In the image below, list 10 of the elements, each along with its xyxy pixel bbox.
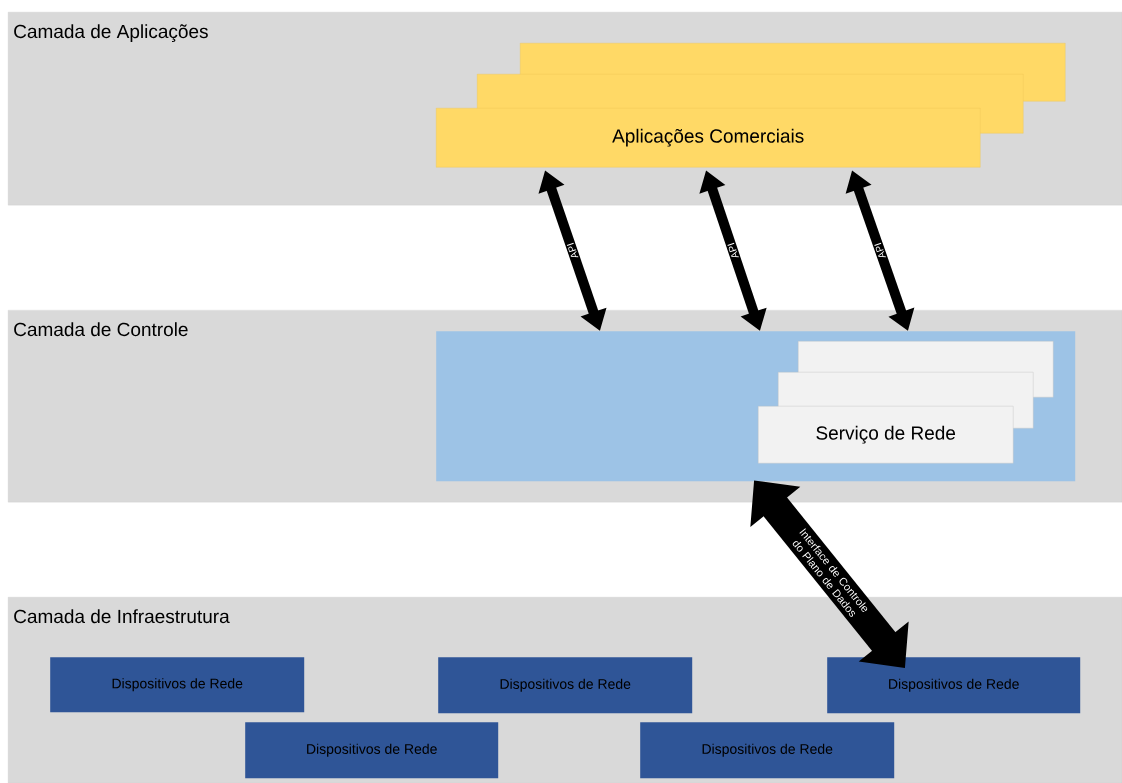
device-box: Dispositivos de Rede bbox=[640, 722, 895, 779]
device-box: Dispositivos de Rede bbox=[438, 657, 693, 714]
application-box: Aplicações Comerciais bbox=[436, 108, 981, 168]
service-box: Serviço de Rede bbox=[758, 406, 1014, 464]
edge-label: API bbox=[566, 242, 579, 258]
device-box: Dispositivos de Rede bbox=[245, 722, 499, 779]
device-box: Dispositivos de Rede bbox=[50, 657, 305, 713]
device-box: Dispositivos de Rede bbox=[827, 657, 1081, 714]
edge-label: API bbox=[727, 242, 739, 258]
edge-label: API bbox=[874, 242, 886, 258]
